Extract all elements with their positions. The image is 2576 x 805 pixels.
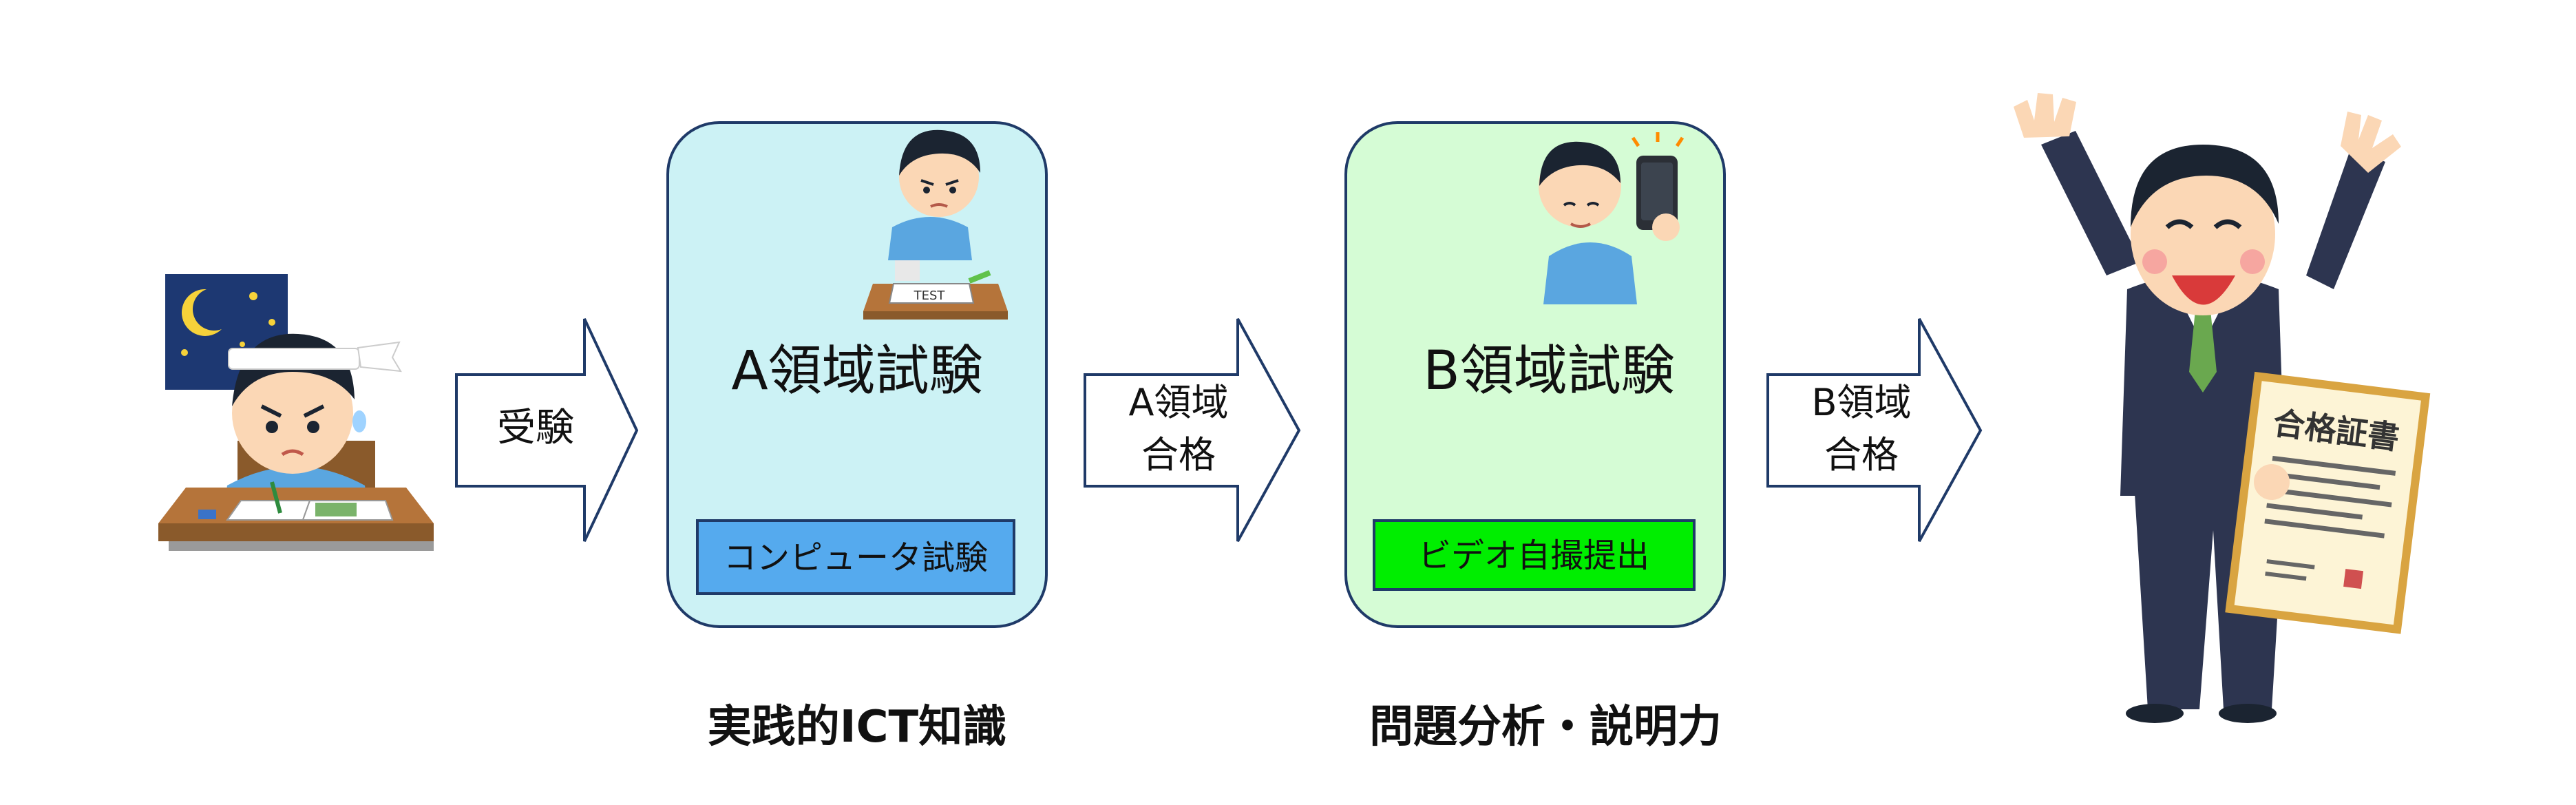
stage-b-title: B領域試験 bbox=[1423, 340, 1675, 402]
arrow-step-exam-label: 受験 bbox=[497, 406, 574, 450]
arrow-step-a-pass-line1: A領域 bbox=[1129, 381, 1229, 424]
stage-a-title: A領域試験 bbox=[731, 340, 982, 402]
stage-b-method-box bbox=[1373, 519, 1696, 591]
arrow-step-a-pass-line2: 合格 bbox=[1141, 433, 1216, 477]
arrow-step-exam: 受験 bbox=[455, 318, 639, 542]
arrow-step-b-pass-line1: B領域 bbox=[1811, 381, 1911, 424]
stage-b-box: B領域試験 ビデオ自撮提出 bbox=[1344, 121, 1726, 628]
stage-b-caption: 問題分析・説明力 bbox=[1369, 702, 1722, 753]
stage-a-method: コンピュータ試験 bbox=[724, 539, 988, 577]
student-studying-night-icon bbox=[158, 274, 434, 551]
student-test-icon: TEST bbox=[863, 129, 1008, 320]
arrow-step-b-pass-line2: 合格 bbox=[1824, 433, 1899, 477]
arrow-step-a-pass: A領域 合格 bbox=[1084, 318, 1301, 542]
stage-a-method-box bbox=[696, 519, 1015, 595]
selfie-video-icon bbox=[1539, 132, 1685, 304]
arrow-step-b-pass: B領域 合格 bbox=[1766, 318, 1983, 542]
stage-b-method: ビデオ自撮提出 bbox=[1418, 536, 1649, 575]
svg-text:TEST: TEST bbox=[914, 289, 946, 303]
stage-a-caption: 実践的ICT知識 bbox=[708, 702, 1006, 753]
celebrating-man-certificate-icon: 合格証書 bbox=[2014, 93, 2431, 723]
stage-a-box: TEST A領域試験 コンピュータ試験 bbox=[666, 121, 1048, 628]
